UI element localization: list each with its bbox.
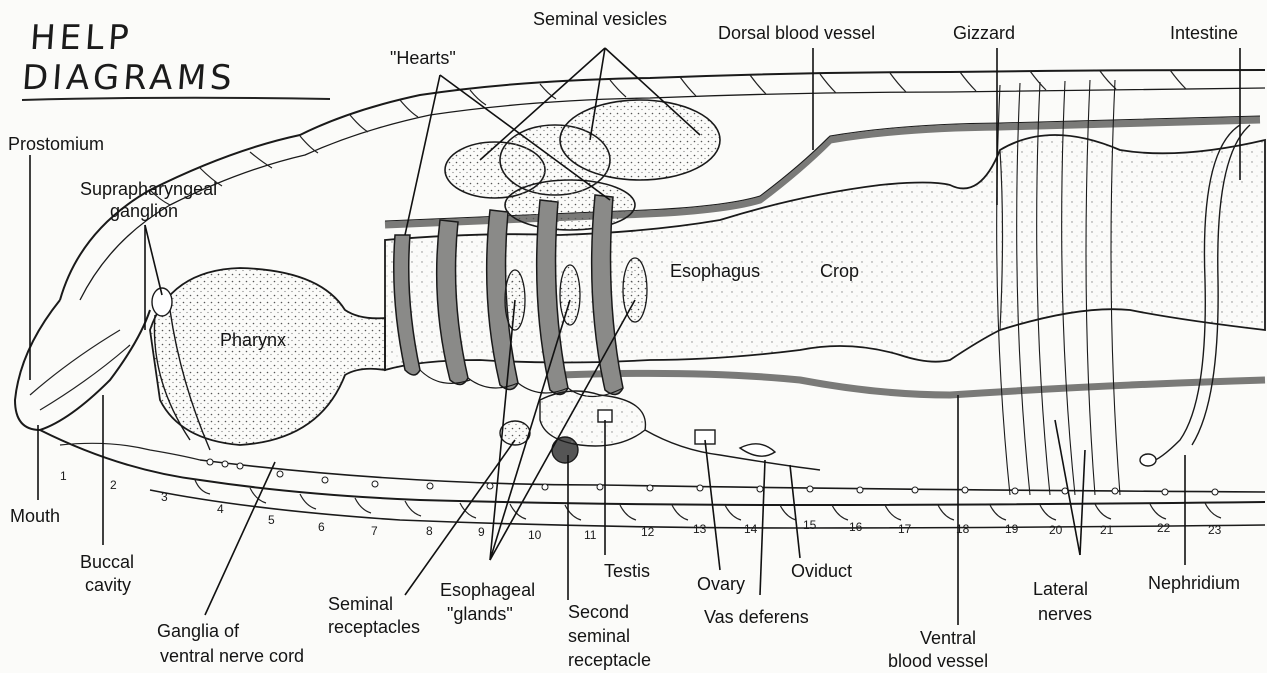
label-dorsal-blood-vessel: Dorsal blood vessel [718,22,875,44]
segment-number: 14 [744,522,757,536]
label-hearts: "Hearts" [390,47,456,69]
label-ventral-blood-vessel-1: Ventral [920,627,976,649]
label-second-seminal-receptacle-1: Second [568,601,629,623]
segment-number: 3 [161,490,168,504]
label-buccal-2: cavity [85,574,131,596]
segment-number: 2 [110,478,117,492]
label-mouth: Mouth [10,505,60,527]
segment-number: 8 [426,524,433,538]
segment-number: 11 [584,528,596,542]
label-suprapharyngeal-2: ganglion [110,200,178,222]
label-ovary: Ovary [697,573,745,595]
label-prostomium: Prostomium [8,133,104,155]
segment-number: 15 [803,518,816,532]
segment-number: 7 [371,524,378,538]
segment-number: 9 [478,525,485,539]
segment-number: 22 [1157,521,1170,535]
label-nephridium: Nephridium [1148,572,1240,594]
label-second-seminal-receptacle-2: seminal [568,625,630,647]
segment-number: 4 [217,502,224,516]
segment-number: 12 [641,525,654,539]
segment-number: 1 [60,469,67,483]
label-lateral-nerves-2: nerves [1038,603,1092,625]
title-underline [22,98,330,100]
label-vas-deferens: Vas deferens [704,606,809,628]
label-seminal-vesicles: Seminal vesicles [533,8,667,30]
segment-number: 18 [956,522,969,536]
segment-number: 6 [318,520,325,534]
ventral-blood-vessel [560,373,1265,395]
label-esophageal-glands-1: Esophageal [440,579,535,601]
segment-number: 13 [693,522,706,536]
label-ventral-blood-vessel-2: blood vessel [888,650,988,672]
segment-number: 19 [1005,522,1018,536]
label-gizzard: Gizzard [953,22,1015,44]
segment-number: 10 [528,528,541,542]
label-buccal-1: Buccal [80,551,134,573]
label-intestine: Intestine [1170,22,1238,44]
segment-number: 5 [268,513,275,527]
label-pharynx: Pharynx [220,329,286,351]
segment-number: 21 [1100,523,1113,537]
label-crop: Crop [820,260,859,282]
segment-number: 23 [1208,523,1221,537]
segment-number: 20 [1049,523,1062,537]
label-esophageal-glands-2: "glands" [447,603,513,625]
label-second-seminal-receptacle-3: receptacle [568,649,651,671]
label-testis: Testis [604,560,650,582]
label-esophagus: Esophagus [670,260,760,282]
pharynx-shape [150,268,385,445]
reproductive-organs [500,391,820,470]
label-seminal-receptacles-2: receptacles [328,616,420,638]
ventral-nerve-cord [200,459,1265,495]
title-line-2: DIAGRAMS [21,58,237,98]
label-ganglia-2: ventral nerve cord [160,645,304,667]
title-line-1: HELP [29,18,134,58]
segment-number: 16 [849,520,862,534]
label-lateral-nerves-1: Lateral [1033,578,1088,600]
label-ganglia-1: Ganglia of [157,620,239,642]
label-oviduct: Oviduct [791,560,852,582]
segment-number: 17 [898,522,911,536]
label-seminal-receptacles-1: Seminal [328,593,393,615]
prostomium-shape [15,300,150,430]
label-suprapharyngeal-1: Suprapharyngeal [80,178,217,200]
